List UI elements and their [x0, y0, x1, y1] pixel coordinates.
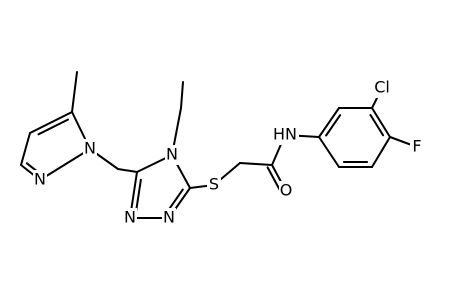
atom-triazole-n2: N: [123, 208, 137, 228]
bond-ch2_link-tz_c3: [117, 168, 138, 173]
bond-ph_c4-ph_c5: [371, 136, 391, 168]
bond-pz_c4-pz_c3: [20, 132, 31, 166]
atom-chlorine: Cl: [370, 78, 394, 98]
atom-amide-nh: HN: [271, 125, 299, 145]
bond-ph_c6-ph_c1: [318, 136, 340, 168]
atom-label-o: O: [280, 181, 293, 200]
atom-label-hn: HN: [273, 125, 297, 144]
bond-tz_n2-tz_c3-inner: [135, 178, 142, 213]
bond-tz_c5-tz_n1-inner: [167, 188, 184, 212]
bond-ph_c3-ph_c4: [371, 107, 391, 138]
bond-pz_c5-pz_c4-inner: [37, 118, 69, 136]
atom-pyrazole-n2: N: [33, 170, 47, 190]
atom-label-n: N: [34, 170, 46, 189]
atom-fluorine: F: [410, 137, 424, 157]
bond-ch3_methyl-pz_c5: [71, 71, 78, 113]
bond-layer: [20, 71, 418, 219]
atom-oxygen: O: [279, 181, 293, 201]
atom-label-n: N: [84, 139, 96, 158]
bond-ethyl_ch2-ethyl_ch3: [180, 81, 184, 109]
atom-pyrazole-n1: N: [83, 139, 97, 159]
atom-label-n: N: [163, 208, 175, 227]
bond-ch2_acetyl-c_carbonyl: [239, 162, 273, 166]
atom-label-n: N: [166, 145, 178, 164]
bond-ph_c3-ph_c4-inner: [369, 114, 385, 137]
atom-label-s: S: [209, 175, 219, 194]
bond-ph_c1-ph_c2: [318, 107, 340, 138]
bond-pz_n2-pz_n1: [39, 148, 91, 181]
atom-label-n: N: [124, 208, 136, 227]
atom-label-cl: Cl: [374, 78, 390, 97]
atom-label-f: F: [412, 137, 421, 156]
bond-pz_c5-pz_c4: [29, 111, 73, 134]
atom-triazole-n4: N: [165, 145, 179, 165]
atom-triazole-n1: N: [162, 208, 176, 228]
atom-label-layer: N N N N N S O HN: [33, 78, 424, 228]
atom-sulfur: S: [207, 175, 221, 195]
bond-ph_c1-ph_c2-inner: [325, 114, 342, 137]
